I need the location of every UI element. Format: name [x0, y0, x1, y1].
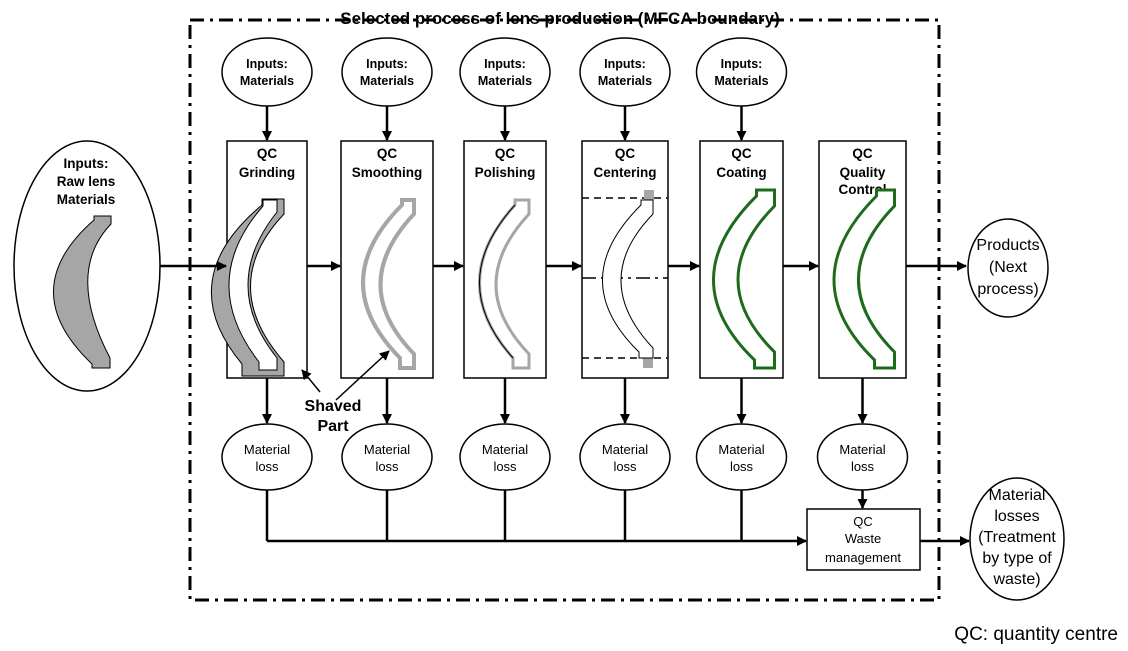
- losses-label-1: Material: [989, 487, 1046, 504]
- process-box-coating: QC Coating: [699, 140, 784, 379]
- waste-label-1: QC: [853, 514, 873, 529]
- material-losses-node: Material losses (Treatment by type of wa…: [969, 477, 1065, 601]
- material-loss-node-centering: Material loss: [579, 423, 671, 491]
- process-name-label: Quality: [840, 165, 886, 180]
- waste-management-box: QC Waste management: [806, 508, 921, 571]
- input-label-materials: Materials: [714, 74, 768, 88]
- products-node: Products (Next process): [967, 218, 1049, 318]
- input-label-inputs: Inputs:: [484, 57, 526, 71]
- legend-quantity-centre: QC: quantity centre: [954, 624, 1118, 645]
- diagram-title: Selected process of lens production (MFC…: [340, 9, 780, 28]
- loss-label-loss: loss: [255, 459, 279, 474]
- losses-label-2: losses: [994, 508, 1039, 525]
- loss-label-material: Material: [364, 442, 410, 457]
- process-qc-label: QC: [615, 146, 636, 161]
- raw-input-node: Inputs: Raw lens Materials: [13, 140, 161, 392]
- process-name-label: Smoothing: [352, 165, 423, 180]
- input-label-materials: Materials: [360, 74, 414, 88]
- shaved-label-1: Shaved: [305, 398, 362, 415]
- losses-label-3: (Treatment: [978, 529, 1056, 546]
- process-name-label: Centering: [593, 165, 656, 180]
- waste-label-2: Waste: [845, 531, 881, 546]
- process-name-label: Polishing: [475, 165, 536, 180]
- shaved-part-callout: Shaved Part: [301, 350, 390, 435]
- loss-label-loss: loss: [613, 459, 637, 474]
- input-label-inputs: Inputs:: [366, 57, 408, 71]
- input-label-materials: Materials: [598, 74, 652, 88]
- input-materials-node-smoothing: Inputs: Materials: [341, 37, 433, 107]
- loss-label-loss: loss: [851, 459, 875, 474]
- lens-coating: [712, 188, 776, 370]
- input-materials-node-polishing: Inputs: Materials: [459, 37, 551, 107]
- loss-label-material: Material: [244, 442, 290, 457]
- material-loss-node-smoothing: Material loss: [341, 423, 433, 491]
- material-loss-node-coating: Material loss: [695, 423, 788, 491]
- process-qc-label: QC: [852, 146, 873, 161]
- process-qc-label: QC: [495, 146, 516, 161]
- loss-label-material: Material: [482, 442, 528, 457]
- lens-smoothing: [361, 198, 416, 370]
- process-name-label: Control: [839, 182, 887, 197]
- mfca-boundary: [188, 18, 941, 602]
- process-qc-label: QC: [377, 146, 398, 161]
- loss-label-loss: loss: [730, 459, 754, 474]
- raw-input-label-1: Inputs:: [64, 156, 109, 171]
- products-label-2: (Next: [989, 259, 1028, 276]
- loss-label-material: Material: [839, 442, 885, 457]
- input-materials-node-grinding: Inputs: Materials: [221, 37, 313, 107]
- raw-input-label-3: Materials: [57, 192, 116, 207]
- input-label-inputs: Inputs:: [604, 57, 646, 71]
- products-label-1: Products: [976, 237, 1039, 254]
- input-label-materials: Materials: [240, 74, 294, 88]
- lens-grinding-inner: [228, 199, 278, 371]
- loss-label-loss: loss: [493, 459, 517, 474]
- material-loss-node-polishing: Material loss: [459, 423, 551, 491]
- loss-label-material: Material: [602, 442, 648, 457]
- raw-input-label-2: Raw lens: [57, 174, 116, 189]
- process-box-centering: QC Centering: [581, 140, 669, 379]
- input-label-inputs: Inputs:: [246, 57, 288, 71]
- process-box-smoothing: QC Smoothing: [340, 140, 434, 379]
- lens-centering: [602, 199, 654, 359]
- input-materials-node-centering: Inputs: Materials: [579, 37, 671, 107]
- lens-quality-control: [832, 188, 896, 370]
- process-qc-label: QC: [731, 146, 752, 161]
- process-name-label: Coating: [716, 165, 766, 180]
- losses-label-4: by type of: [982, 550, 1052, 567]
- waste-label-3: management: [825, 550, 901, 565]
- input-materials-node-coating: Inputs: Materials: [695, 37, 788, 107]
- raw-lens-shape: [53, 215, 112, 369]
- shaved-label-2: Part: [317, 418, 349, 435]
- input-label-materials: Materials: [478, 74, 532, 88]
- process-qc-label: QC: [257, 146, 278, 161]
- losses-label-5: waste): [992, 571, 1040, 588]
- process-box-grinding: QC Grinding: [211, 140, 308, 379]
- material-loss-node-quality-control: Material loss: [816, 423, 909, 491]
- process-box-polishing: QC Polishing: [463, 140, 547, 379]
- process-name-label: Grinding: [239, 165, 295, 180]
- input-label-inputs: Inputs:: [721, 57, 763, 71]
- material-loss-node-grinding: Material loss: [221, 423, 313, 491]
- loss-label-loss: loss: [375, 459, 399, 474]
- loss-label-material: Material: [718, 442, 764, 457]
- products-label-3: process): [977, 281, 1038, 298]
